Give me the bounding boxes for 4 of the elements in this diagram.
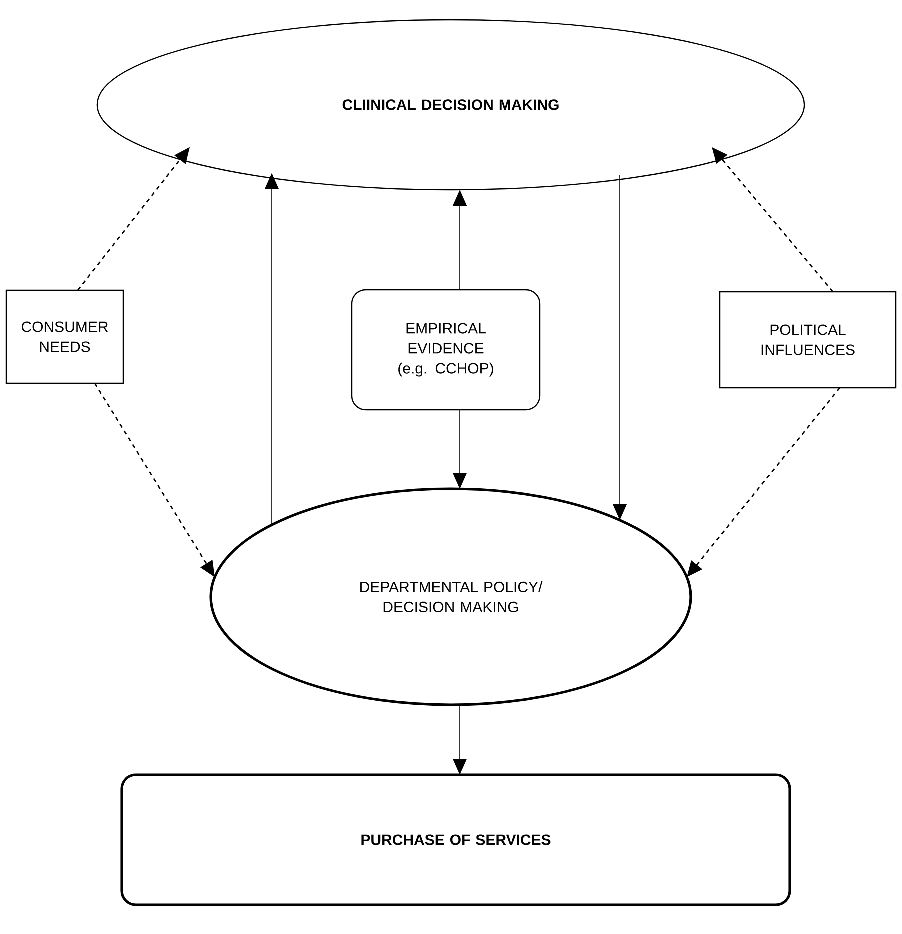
rounded-box: PURCHASE OF SERVICES: [120, 774, 792, 906]
rounded-box: EMPIRICAL EVIDENCE (e.g. CCHOP): [351, 289, 541, 411]
text-box: POLITICAL INFLUENCES: [719, 291, 897, 389]
text-box: CONSUMER NEEDS: [6, 290, 124, 384]
